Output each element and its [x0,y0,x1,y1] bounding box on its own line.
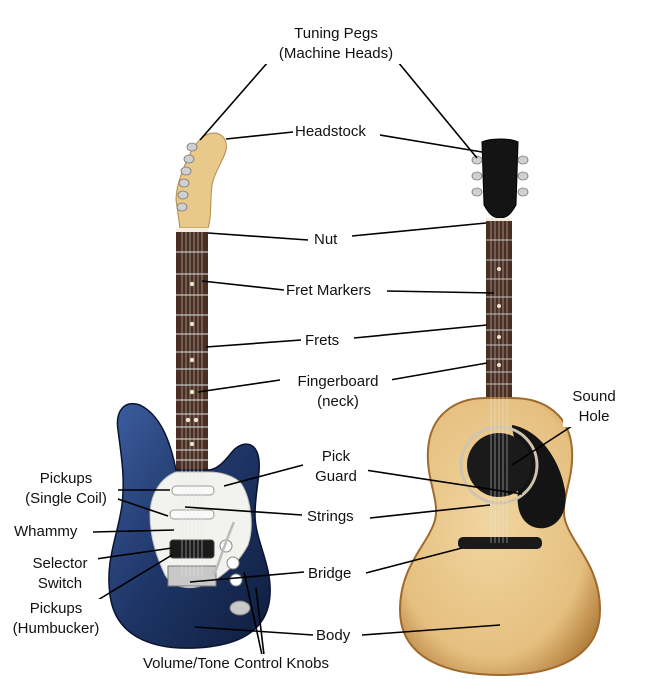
label-pickups-single-line1: Pickups [16,469,116,489]
label-body: Body [314,626,352,646]
label-pick-guard-line2: Guard [306,467,366,487]
electric-bridge [168,566,216,586]
label-pickups-humbucker-line2: (Humbucker) [4,619,108,639]
label-bridge: Bridge [306,564,353,584]
label-sound-hole-line1: Sound [565,387,623,407]
label-headstock: Headstock [293,122,368,142]
label-pickups-single-line2: (Single Coil) [16,489,116,509]
label-selector-switch: Selector Switch [22,554,98,594]
label-whammy: Whammy [12,522,79,542]
label-nut: Nut [312,230,339,250]
leader-fingerboard-electric [198,380,280,392]
leader-nut-acoustic [352,223,486,236]
label-pickups-humbucker-line1: Pickups [4,599,108,619]
label-tuning-pegs-line2: (Machine Heads) [266,44,406,64]
label-selector-switch-line1: Selector [24,554,96,574]
humbucker-pickup [170,540,214,558]
electric-nut [176,228,208,232]
label-fingerboard-line2: (neck) [286,392,390,412]
label-sound-hole: Sound Hole [563,387,625,427]
leader-frets-acoustic [354,325,487,338]
leader-fingerboard-acoustic [390,363,487,380]
label-fret-markers: Fret Markers [284,281,373,301]
electric-guitar [109,133,270,648]
leader-headstock-acoustic [380,135,482,152]
electric-neck [176,228,208,478]
leader-fret-markers-electric [202,281,284,290]
label-pickups-single: Pickups (Single Coil) [14,469,118,509]
label-frets: Frets [303,331,341,351]
label-fingerboard: Fingerboard (neck) [284,372,392,412]
label-tuning-pegs: Tuning Pegs (Machine Heads) [264,24,408,64]
label-strings: Strings [305,507,356,527]
leader-frets-electric [206,340,301,347]
leader-headstock-electric [226,132,293,139]
label-fingerboard-line1: Fingerboard [286,372,390,392]
acoustic-headstock [482,139,518,218]
label-pick-guard-line1: Pick [306,447,366,467]
leader-nut-electric [208,233,308,240]
leader-tuning-pegs-acoustic [398,62,477,158]
label-selector-switch-line2: Switch [24,574,96,594]
leader-fret-markers-acoustic [387,291,494,293]
leader-tuning-pegs-electric [200,62,268,140]
label-volume-tone-knobs: Volume/Tone Control Knobs [141,654,331,674]
electric-jack-plate [230,601,250,615]
label-pick-guard: Pick Guard [304,447,368,487]
label-tuning-pegs-line1: Tuning Pegs [266,24,406,44]
label-pickups-humbucker: Pickups (Humbucker) [2,599,110,639]
acoustic-bridge [458,537,542,549]
label-sound-hole-line2: Hole [565,407,623,427]
